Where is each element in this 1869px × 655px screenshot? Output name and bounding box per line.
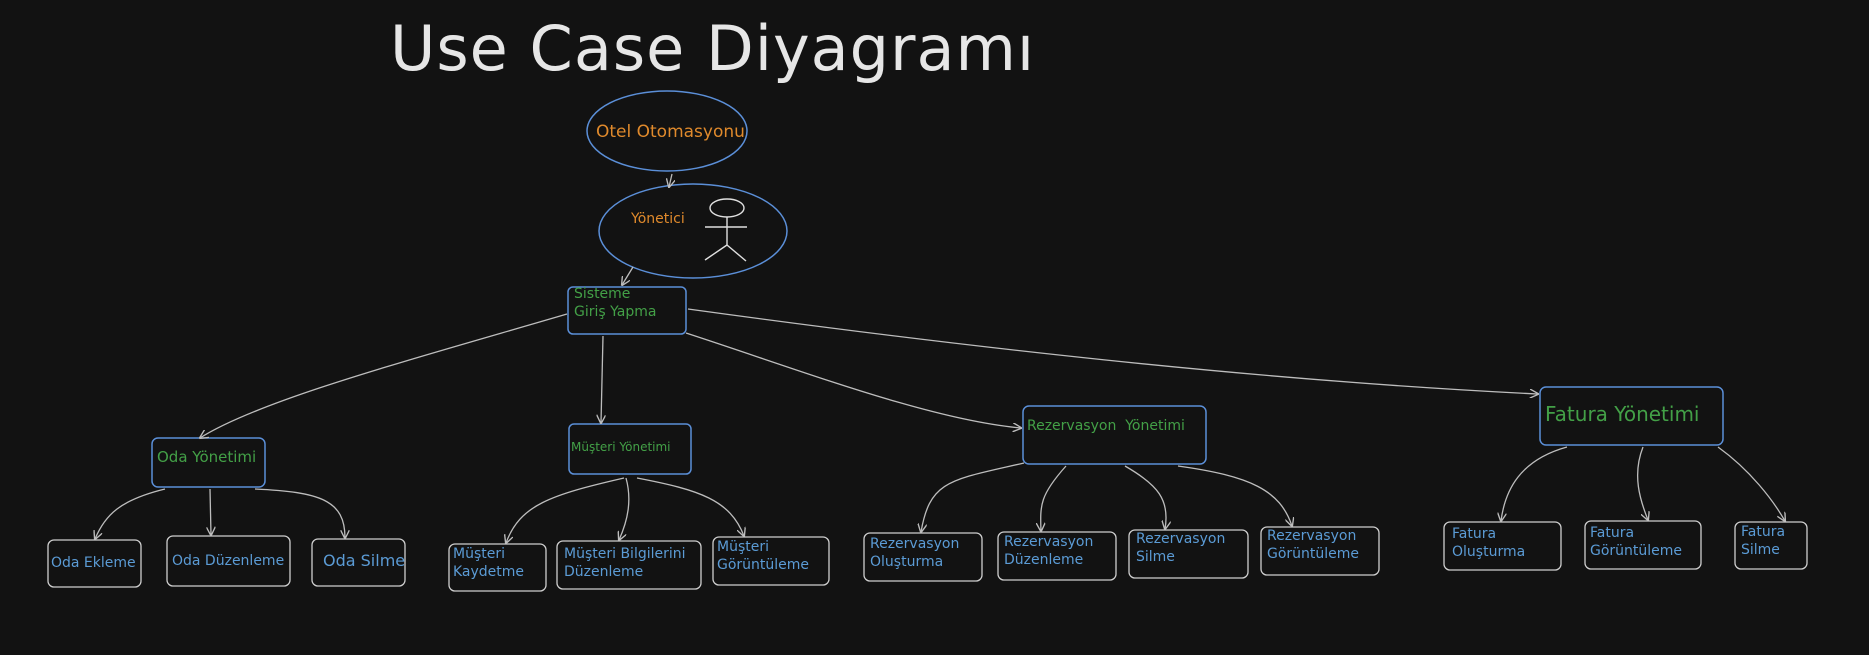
arrow-login-musteri (601, 335, 603, 423)
leaf-box-rez-duzenleme (997, 531, 1117, 581)
arrow-oda-silme (254, 488, 345, 538)
leaf-label-rez-duzenleme: Rezervasyon Düzenleme (1004, 534, 1094, 568)
module-label-fatura: Fatura Yönetimi (1545, 402, 1700, 426)
arrow-system-actor (669, 173, 672, 187)
leaf-label-fatura-silme: Fatura Silme (1741, 524, 1786, 558)
login-label: Sisteme Giriş Yapma (574, 286, 657, 320)
arrow-login-rezervasyon (685, 332, 1021, 428)
module-box-musteri (568, 423, 692, 475)
arrow-oda-ekleme (95, 488, 166, 539)
leaf-label-musteri-bilgileri: Müşteri Bilgilerini Düzenleme (564, 546, 686, 580)
leaf-label-oda-duzenleme: Oda Düzenleme (172, 553, 285, 569)
arrow-actor-login (622, 266, 634, 285)
leaf-box-oda-silme (311, 538, 406, 587)
module-label-rezervasyon: Rezervasyon Yönetimi (1027, 418, 1185, 434)
arrow-musteri-goruntuleme (636, 477, 744, 536)
leaf-box-fatura-silme (1734, 521, 1808, 570)
arrow-fatura-goruntuleme (1636, 446, 1648, 520)
leaf-box-musteri-goruntuleme (712, 536, 830, 586)
arrow-login-fatura (687, 308, 1538, 394)
system-ellipse (586, 90, 748, 172)
leaf-box-oda-duzenleme (166, 535, 291, 587)
leaf-label-musteri-kaydetme: Müşteri Kaydetme (453, 546, 525, 580)
arrow-fatura-silme (1717, 446, 1785, 521)
system-label: Otel Otomasyonu (596, 122, 745, 142)
leaf-label-oda-silme: Oda Silme (323, 551, 406, 570)
leaf-label-musteri-goruntuleme: Müşteri Görüntüleme (717, 539, 810, 573)
module-label-musteri: Müşteri Yönetimi (571, 440, 671, 454)
actor-ellipse (598, 183, 788, 279)
arrow-fatura-olusturma (1501, 446, 1568, 521)
module-box-fatura (1539, 386, 1724, 446)
actor-label: Yönetici (631, 211, 685, 227)
leaf-label-fatura-goruntuleme: Fatura Görüntüleme (1590, 525, 1683, 559)
arrow-login-oda (200, 313, 568, 438)
leaf-label-fatura-olusturma: Fatura Oluşturma (1452, 526, 1526, 560)
arrow-musteri-bilgileri (619, 477, 630, 540)
page-title: Use Case Diyagramı (390, 12, 1036, 85)
arrow-oda-duzenleme (210, 488, 211, 535)
module-label-oda: Oda Yönetimi (157, 448, 257, 466)
module-box-rezervasyon (1022, 405, 1207, 465)
arrow-rez-silme (1124, 465, 1166, 529)
leaf-label-rez-silme: Rezervasyon Silme (1136, 531, 1226, 565)
leaf-box-rez-goruntuleme (1260, 526, 1380, 576)
leaf-box-rez-silme (1128, 529, 1249, 579)
arrow-rez-olusturma (921, 462, 1025, 532)
leaf-label-rez-goruntuleme: Rezervasyon Görüntüleme (1267, 528, 1360, 562)
arrow-rez-goruntuleme (1177, 465, 1292, 526)
leaf-box-musteri-kaydetme (448, 543, 547, 592)
leaf-box-musteri-bilgileri (556, 540, 702, 590)
arrow-musteri-kaydetme (506, 477, 625, 543)
leaf-label-oda-ekleme: Oda Ekleme (51, 555, 136, 571)
leaf-label-rez-olusturma: Rezervasyon Oluşturma (870, 536, 960, 570)
arrow-rez-duzenleme (1041, 465, 1067, 531)
stick-figure-icon (704, 198, 747, 262)
